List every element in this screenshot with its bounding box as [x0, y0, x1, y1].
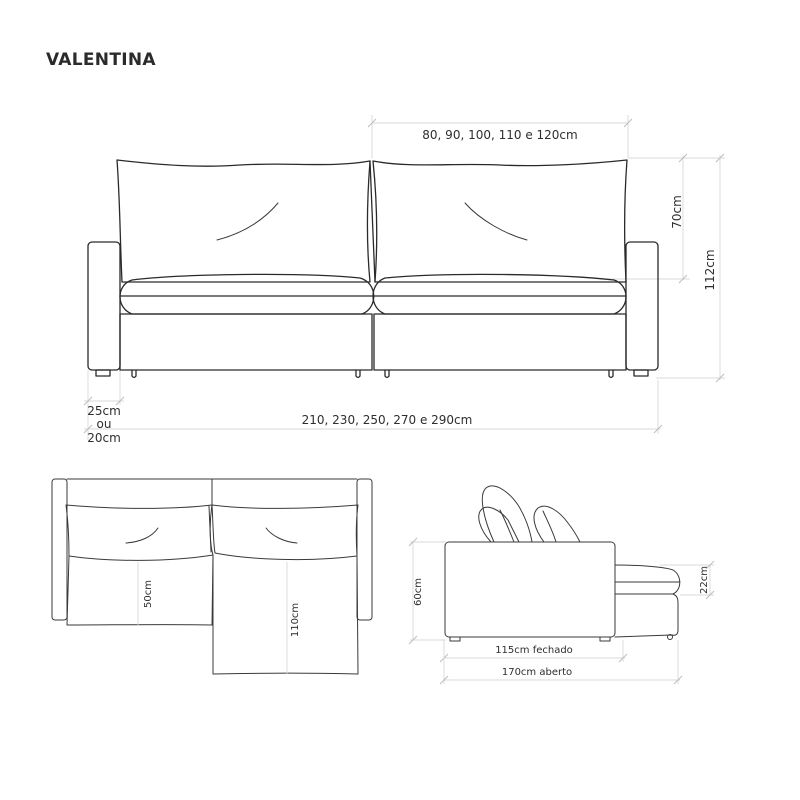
chaise-extension [212, 554, 359, 675]
total-width-label: 210, 230, 250, 270 e 290cm [302, 413, 473, 427]
side-body [444, 541, 616, 638]
side-view: 60cm 22cm 115cm fechado 170cm aberto [408, 485, 715, 685]
armrest-width-label-3: 20cm [87, 431, 121, 445]
left-seat-cushion [119, 273, 375, 315]
extended-depth-label: 110cm [290, 603, 301, 637]
right-back-cushion [372, 159, 628, 283]
front-view: 80, 90, 100, 110 e 120cm 70cm 112cm 210,… [83, 115, 725, 445]
front-dimension-lines [83, 115, 725, 440]
armrest-width-label-2: ou [97, 417, 112, 431]
seat-depth-label: 50cm [143, 580, 154, 608]
top-right-armrest [356, 478, 373, 621]
open-depth-label: 170cm aberto [502, 667, 572, 678]
armrest-width-label-1: 25cm [87, 404, 121, 418]
backrest-height-label: 70cm [670, 195, 684, 229]
top-view: 50cm 110cm [51, 478, 373, 675]
right-base [373, 313, 627, 371]
closed-depth-label: 115cm fechado [495, 645, 573, 656]
total-height-label: 112cm [703, 249, 717, 290]
seat-height-label: 60cm [413, 578, 424, 606]
product-title: VALENTINA [46, 50, 156, 70]
top-left-armrest [51, 478, 68, 621]
left-armrest [87, 241, 121, 371]
side-pullout [614, 564, 681, 595]
left-back-cushion [116, 159, 371, 283]
right-seat-cushion [372, 273, 627, 315]
footrest-height-label: 22cm [699, 566, 710, 594]
right-armrest [625, 241, 659, 371]
backrest-width-label: 80, 90, 100, 110 e 120cm [422, 128, 577, 142]
left-base [119, 313, 373, 371]
